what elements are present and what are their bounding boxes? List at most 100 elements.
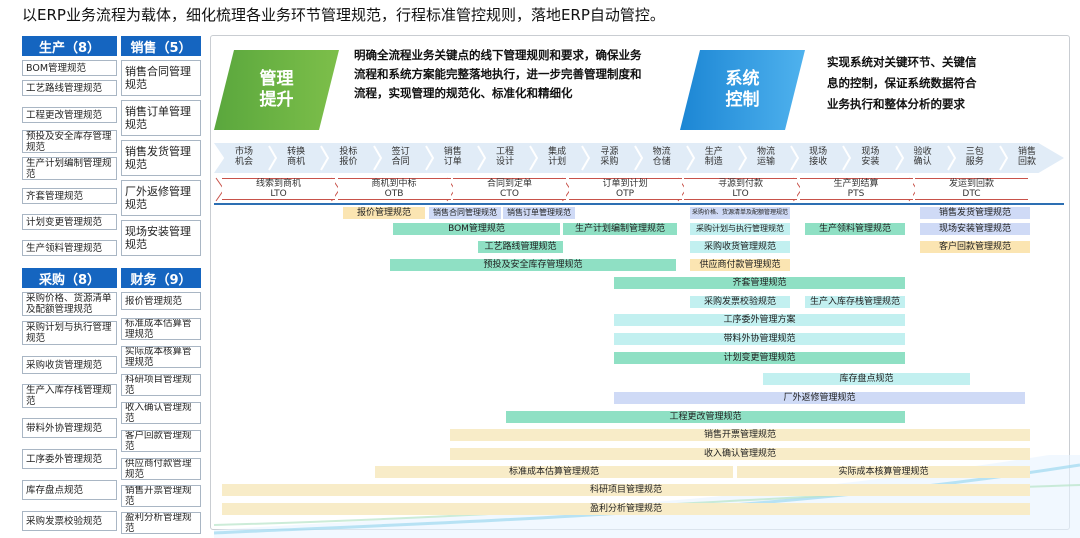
process-step: 工程 设计 — [495, 147, 514, 167]
list-item: 销售订单管理规范 — [121, 100, 201, 136]
chevron-icon — [372, 145, 382, 171]
list-item: 采购计划与执行管理规范 — [22, 321, 117, 345]
system-banner: 系统 控制 — [680, 50, 805, 130]
phase-label: 寻源到付款 LTO — [684, 178, 797, 200]
bar-purchase-plan: 采购计划与执行管理规范 — [690, 223, 790, 235]
list-item: 齐套管理规范 — [22, 188, 117, 204]
list-item: 销售开票管理规范 — [121, 485, 201, 507]
sales-header: 销售（5） — [121, 36, 201, 56]
production-header: 生产（8） — [22, 36, 117, 56]
bar-actual-cost: 实际成本核算管理规范 — [737, 466, 1030, 478]
process-chain — [214, 143, 1064, 173]
bar-inventory-count: 库存盘点规范 — [763, 373, 970, 385]
chevron-icon — [738, 145, 748, 171]
list-item: 计划变更管理规范 — [22, 214, 117, 230]
list-item: 采购发票校验规范 — [22, 511, 117, 531]
bar-invoice-check: 采购发票校验规范 — [690, 296, 790, 308]
list-item: 实际成本核算管理规范 — [121, 346, 201, 368]
bar-production-plan: 生产计划编制管理规范 — [563, 223, 677, 235]
list-item: 客户回款管理规范 — [121, 430, 201, 452]
bar-sales-invoicing: 销售开票管理规范 — [450, 429, 1030, 441]
process-step: 寻源 采购 — [600, 147, 619, 167]
list-item: 标准成本估算管理规范 — [121, 318, 201, 340]
phase-label: 合同到定单 CTO — [453, 178, 566, 200]
phase-label: 生产到结算 PTS — [799, 178, 913, 200]
bar-purchase-receipt: 采购收货管理规范 — [690, 241, 790, 253]
bar-research-project: 科研项目管理规范 — [222, 484, 1030, 496]
list-item: 报价管理规范 — [121, 292, 201, 310]
bar-production-picking: 生产领料管理规范 — [805, 223, 905, 235]
bar-sales-delivery: 销售发货管理规范 — [920, 207, 1030, 219]
process-step: 现场 接收 — [809, 147, 828, 167]
bar-bom: BOM管理规范 — [393, 223, 560, 235]
phase-label: 线索到商机 LTO — [222, 178, 335, 200]
bar-material-outsource: 带料外协管理规范 — [614, 333, 905, 345]
bar-process-outsource: 工序委外管理方案 — [614, 314, 905, 326]
list-item: 工艺路线管理规范 — [22, 80, 117, 96]
process-step: 转换 商机 — [287, 147, 306, 167]
bar-profit-analysis: 盈利分析管理规范 — [222, 503, 1030, 515]
chevron-icon — [320, 145, 330, 171]
process-step: 现场 安装 — [861, 147, 880, 167]
process-step: 销售 回款 — [1017, 147, 1036, 167]
chevron-icon — [946, 145, 956, 171]
bar-production-warehousing: 生产入库存栈管理规范 — [805, 296, 905, 308]
management-banner-label: 管理 提升 — [259, 69, 294, 110]
chevron-icon — [424, 145, 434, 171]
management-description: 明确全流程业务关键点的线下管理规则和要求，确保业务流程和系统方案能完整落地执行，… — [354, 48, 642, 100]
bar-quote: 报价管理规范 — [343, 207, 425, 219]
bar-pre-investment: 预投及安全库存管理规范 — [390, 259, 676, 271]
bar-sales-contract: 销售合同管理规范 — [429, 207, 501, 219]
finance-header: 财务（9） — [121, 268, 201, 288]
list-item: 采购价格、货源清单及配额管理规范 — [22, 292, 117, 316]
process-step: 销售 订单 — [443, 147, 462, 167]
chevron-icon — [529, 145, 539, 171]
bar-routing: 工艺路线管理规范 — [478, 241, 563, 253]
chevron-icon — [999, 145, 1009, 171]
chevron-icon — [477, 145, 487, 171]
bar-engineering-change: 工程更改管理规范 — [506, 411, 905, 423]
list-item: 生产计划编制管理规范 — [22, 157, 117, 180]
phase-label: 发运到回款 DTC — [915, 178, 1028, 200]
list-item: 厂外返修管理规范 — [121, 180, 201, 216]
process-step: 签订 合同 — [391, 147, 410, 167]
system-description: 实现系统对关键环节、关键信息的控制，保证系统数据符合业务执行和整体分析的要求 — [827, 55, 977, 111]
chevron-icon — [790, 145, 800, 171]
bar-standard-cost: 标准成本估算管理规范 — [375, 466, 733, 478]
bar-site-install: 现场安装管理规范 — [920, 223, 1030, 235]
list-item: 销售合同管理规范 — [121, 60, 201, 96]
process-step: 物流 仓储 — [652, 147, 671, 167]
list-item: 库存盘点规范 — [22, 480, 117, 500]
chevron-icon — [894, 145, 904, 171]
process-step: 物流 运输 — [756, 147, 775, 167]
purchase-header: 采购（8） — [22, 268, 117, 288]
bar-kitting: 齐套管理规范 — [614, 277, 905, 289]
process-step: 三包 服务 — [965, 147, 984, 167]
list-item: 生产入库存栈管理规范 — [22, 384, 117, 408]
bar-revenue-recognition: 收入确认管理规范 — [450, 448, 1030, 460]
list-item: 带料外协管理规范 — [22, 418, 117, 438]
bar-plan-change: 计划变更管理规范 — [614, 352, 905, 364]
list-item: 现场安装管理规范 — [121, 220, 201, 256]
list-item: 科研项目管理规范 — [121, 374, 201, 396]
bar-supplier-payment: 供应商付款管理规范 — [690, 259, 790, 271]
list-item: 生产领料管理规范 — [22, 240, 117, 256]
list-item: 供应商付款管理规范 — [121, 458, 201, 480]
list-item: 工序委外管理规范 — [22, 449, 117, 469]
system-banner-label: 系统 控制 — [725, 69, 760, 110]
process-step: 投标 报价 — [339, 147, 358, 167]
list-item: 销售发货管理规范 — [121, 140, 201, 176]
bar-offsite-repair: 厂外返修管理规范 — [614, 392, 1025, 404]
chevron-icon — [842, 145, 852, 171]
chevron-icon — [685, 145, 695, 171]
phase-label: 订单到计划 OTP — [568, 178, 682, 200]
list-item: 工程更改管理规范 — [22, 107, 117, 123]
process-step: 市场 机会 — [234, 147, 253, 167]
list-item: 预投及安全库存管理规范 — [22, 130, 117, 153]
process-step: 验收 确认 — [913, 147, 932, 167]
list-item: BOM管理规范 — [22, 60, 117, 76]
chevron-icon — [268, 145, 278, 171]
chevron-icon — [581, 145, 591, 171]
page-headline: 以ERP业务流程为载体，细化梳理各业务环节管理规范，行程标准管控规则，落地ERP… — [22, 6, 665, 24]
bar-sales-order: 销售订单管理规范 — [503, 207, 575, 219]
